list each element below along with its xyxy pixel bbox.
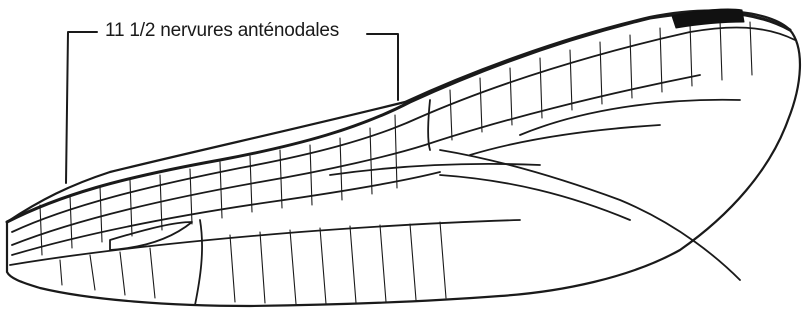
antenodal-label: 11 1/2 nervures anténodales — [105, 18, 355, 44]
main-veins — [10, 27, 795, 305]
crossveins — [40, 20, 752, 304]
antenodal-bracket — [66, 32, 398, 183]
wing-outline — [7, 11, 800, 306]
